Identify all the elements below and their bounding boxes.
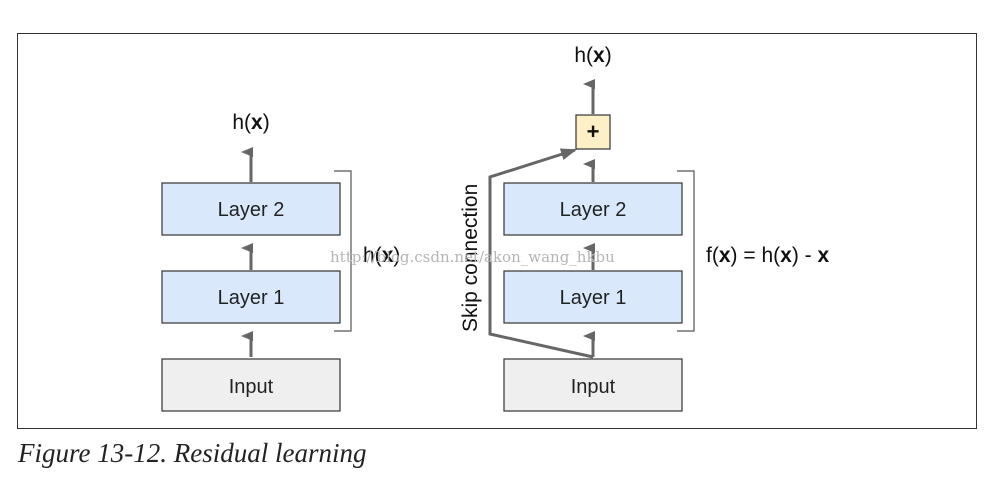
input-label: Input — [229, 376, 274, 398]
layer2-label: Layer 2 — [218, 199, 285, 221]
bracket-r — [677, 170, 695, 332]
skip-connection-arrow — [488, 148, 594, 359]
plain-network: Layer 2 Layer 1 Input h(x) h(x) — [161, 111, 400, 412]
input-box — [161, 358, 341, 412]
output-label-r: h(x) — [574, 44, 611, 67]
output-label: h(x) — [232, 111, 269, 134]
input-box-r — [503, 358, 683, 412]
residual-network: Layer 2 Layer 1 Input + h(x) Skip connec… — [459, 44, 829, 412]
input-label-r: Input — [571, 376, 616, 398]
layer1-label-r: Layer 1 — [560, 287, 627, 309]
layer2-box-r — [503, 182, 683, 236]
layer1-box-r — [503, 270, 683, 324]
bracket — [334, 170, 352, 332]
skip-connection-label: Skip connection — [459, 184, 482, 332]
add-icon: + — [587, 119, 600, 144]
watermark: http://blog.csdn.net/akon_wang_hkbu — [330, 248, 615, 266]
layer2-label-r: Layer 2 — [560, 199, 627, 221]
layer1-label: Layer 1 — [218, 287, 285, 309]
residual-label: f(x) = h(x) - x — [706, 244, 829, 267]
add-node — [575, 114, 611, 150]
layer1-box — [161, 270, 341, 324]
bracket-label: h(x) — [363, 244, 400, 267]
layer2-box — [161, 182, 341, 236]
figure-caption: Figure 13-12. Residual learning — [18, 438, 367, 468]
